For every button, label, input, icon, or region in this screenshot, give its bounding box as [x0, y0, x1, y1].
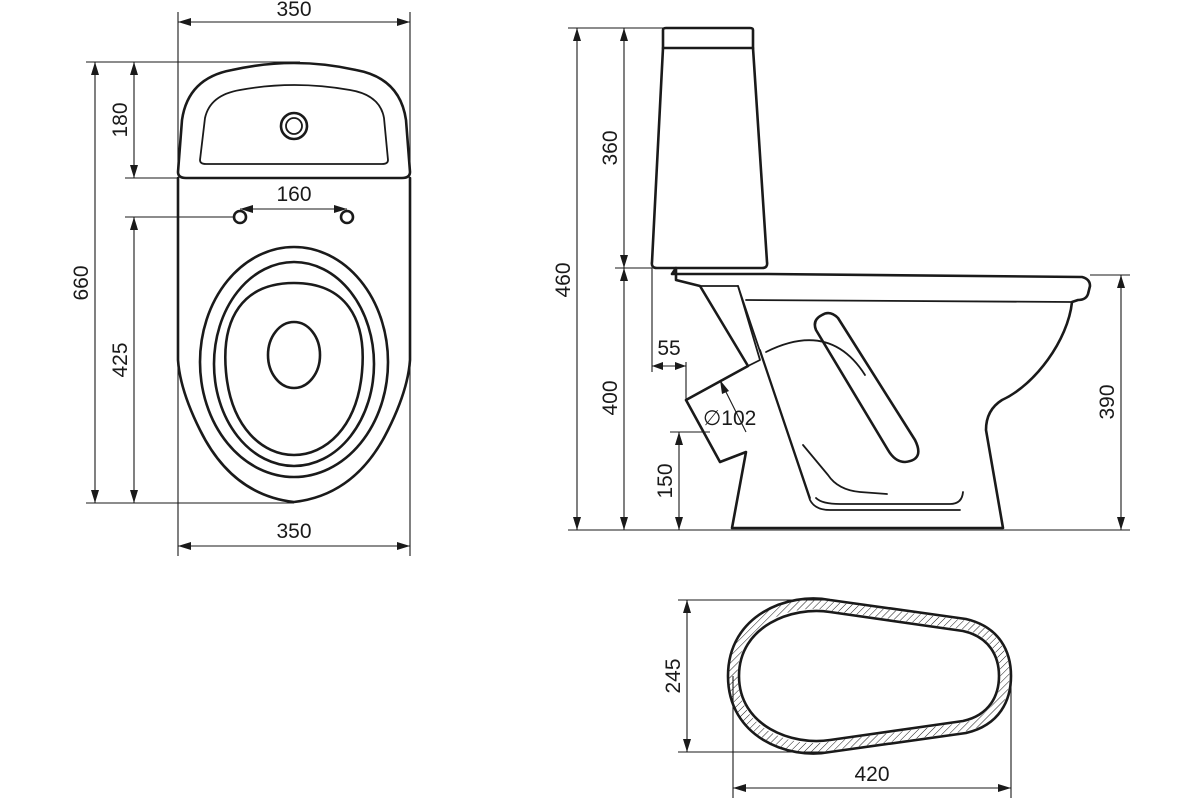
dim-outlet-offset-label: 55 — [657, 337, 680, 360]
dim-total-length: 660 — [70, 61, 294, 504]
footprint-hatch — [728, 599, 1010, 753]
tank-lid — [661, 26, 755, 50]
seat-outer — [198, 245, 390, 479]
tank-outline — [176, 61, 412, 180]
dim-bolt-spacing-label: 160 — [276, 183, 311, 206]
mounting-bolt-right-icon — [339, 209, 355, 225]
outlet-pipe — [685, 399, 721, 463]
dim-footprint-depth-label: 245 — [662, 658, 685, 693]
dim-tank-height: 360 — [599, 27, 663, 269]
dim-footprint-length-label: 420 — [854, 763, 889, 786]
dim-bowl-height-label: 400 — [599, 380, 622, 415]
trap-wall — [737, 285, 961, 511]
base-curve — [815, 491, 964, 505]
bowl-opening — [224, 281, 364, 457]
siphon-curve — [765, 339, 866, 376]
dim-width-top: 350 — [177, 0, 411, 172]
dim-footprint-length: 420 — [732, 676, 1012, 798]
trap-inner — [699, 285, 761, 367]
dim-outlet-offset: 55 — [651, 268, 687, 400]
dim-bolt-to-front-label: 425 — [109, 342, 132, 377]
dim-footprint-depth: 245 — [662, 599, 830, 753]
footprint-inner — [737, 609, 1001, 743]
seat-inner — [212, 260, 376, 468]
dim-width-bottom-label: 350 — [276, 520, 311, 543]
dim-bolt-spacing: 160 — [240, 183, 347, 213]
bowl-slot — [813, 311, 920, 464]
side-view: 360 460 400 55 — [552, 26, 1130, 531]
dim-outlet-height-label: 150 — [654, 463, 677, 498]
bowl-outline — [176, 176, 412, 504]
dim-total-length-label: 660 — [70, 265, 93, 300]
dim-outlet-height: 150 — [654, 431, 710, 530]
trap-wall-inner — [759, 349, 811, 499]
dim-outlet-diameter: ∅102 — [703, 379, 756, 433]
dim-tank-depth-label: 180 — [109, 102, 132, 137]
flush-button-icon — [279, 111, 309, 141]
tank-inner-outline — [199, 84, 389, 165]
dim-rim-height-label: 390 — [1096, 384, 1119, 419]
water-line — [802, 444, 888, 495]
drain-hole — [266, 320, 322, 390]
dim-bowl-height: 400 — [599, 267, 640, 530]
mounting-bolt-left-icon — [232, 209, 248, 225]
dim-rim-height: 390 — [1090, 274, 1130, 530]
dim-tank-depth: 180 — [109, 61, 300, 179]
top-view: 350 180 160 660 — [70, 0, 412, 556]
dim-total-height: 460 — [552, 27, 1130, 531]
dim-bolt-to-front: 425 — [109, 216, 234, 503]
dim-total-height-label: 460 — [552, 262, 575, 297]
dim-width-bottom: 350 — [177, 360, 411, 556]
dim-tank-height-label: 360 — [599, 130, 622, 165]
rim-line — [745, 299, 1073, 303]
bowl-body — [670, 266, 1092, 530]
tank-body — [650, 46, 769, 270]
dim-outlet-diameter-label: ∅102 — [703, 407, 756, 430]
dim-width-top-label: 350 — [276, 0, 311, 21]
footprint-view: 245 420 — [662, 597, 1013, 798]
